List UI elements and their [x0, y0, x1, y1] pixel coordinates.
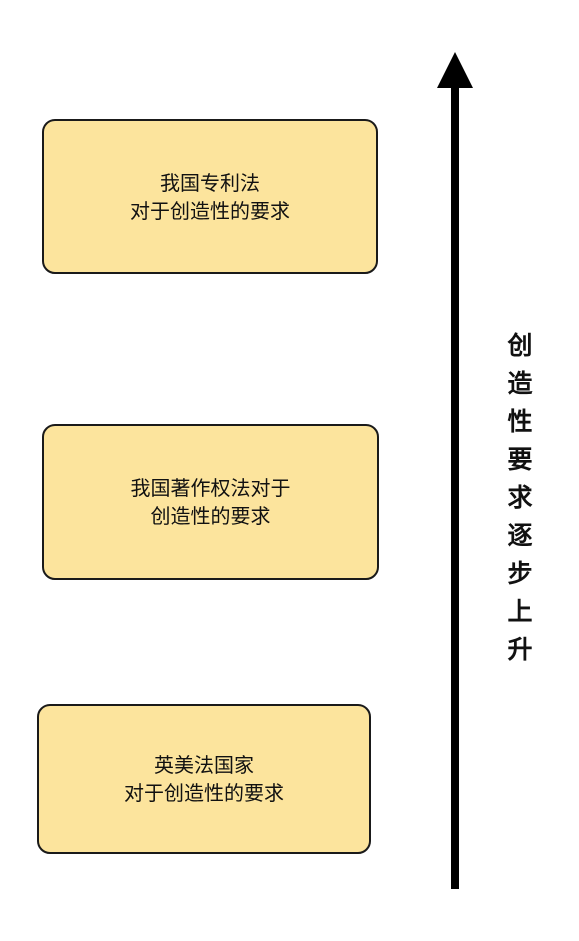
arrow-label-char: 性 [507, 407, 533, 436]
box-common-law: 英美法国家 对于创造性的要求 [37, 704, 371, 854]
box-copyright-law-line2: 创造性的要求 [150, 504, 271, 528]
arrow-label: 创 造 性 要 求 逐 步 上 升 [498, 327, 542, 669]
arrow-label-char: 升 [507, 635, 533, 664]
arrow-label-char: 创 [507, 331, 533, 360]
box-copyright-law-line1: 我国著作权法对于 [130, 476, 291, 500]
box-common-law-line1: 英美法国家 [154, 753, 254, 777]
box-common-law-line2: 对于创造性的要求 [124, 781, 284, 805]
box-patent-law-line2: 对于创造性的要求 [130, 198, 290, 223]
arrow-label-char: 造 [507, 369, 533, 398]
arrow-label-char: 步 [507, 559, 533, 588]
up-arrow-head [437, 52, 473, 88]
arrow-label-char: 求 [507, 483, 533, 512]
box-copyright-law: 我国著作权法对于 创造性的要求 [42, 424, 379, 580]
box-patent-law-line1: 我国专利法 [160, 170, 260, 195]
arrow-label-char: 逐 [507, 521, 533, 550]
box-patent-law: 我国专利法 对于创造性的要求 [42, 119, 378, 274]
arrow-label-char: 上 [507, 597, 533, 626]
arrow-label-char: 要 [507, 445, 533, 474]
